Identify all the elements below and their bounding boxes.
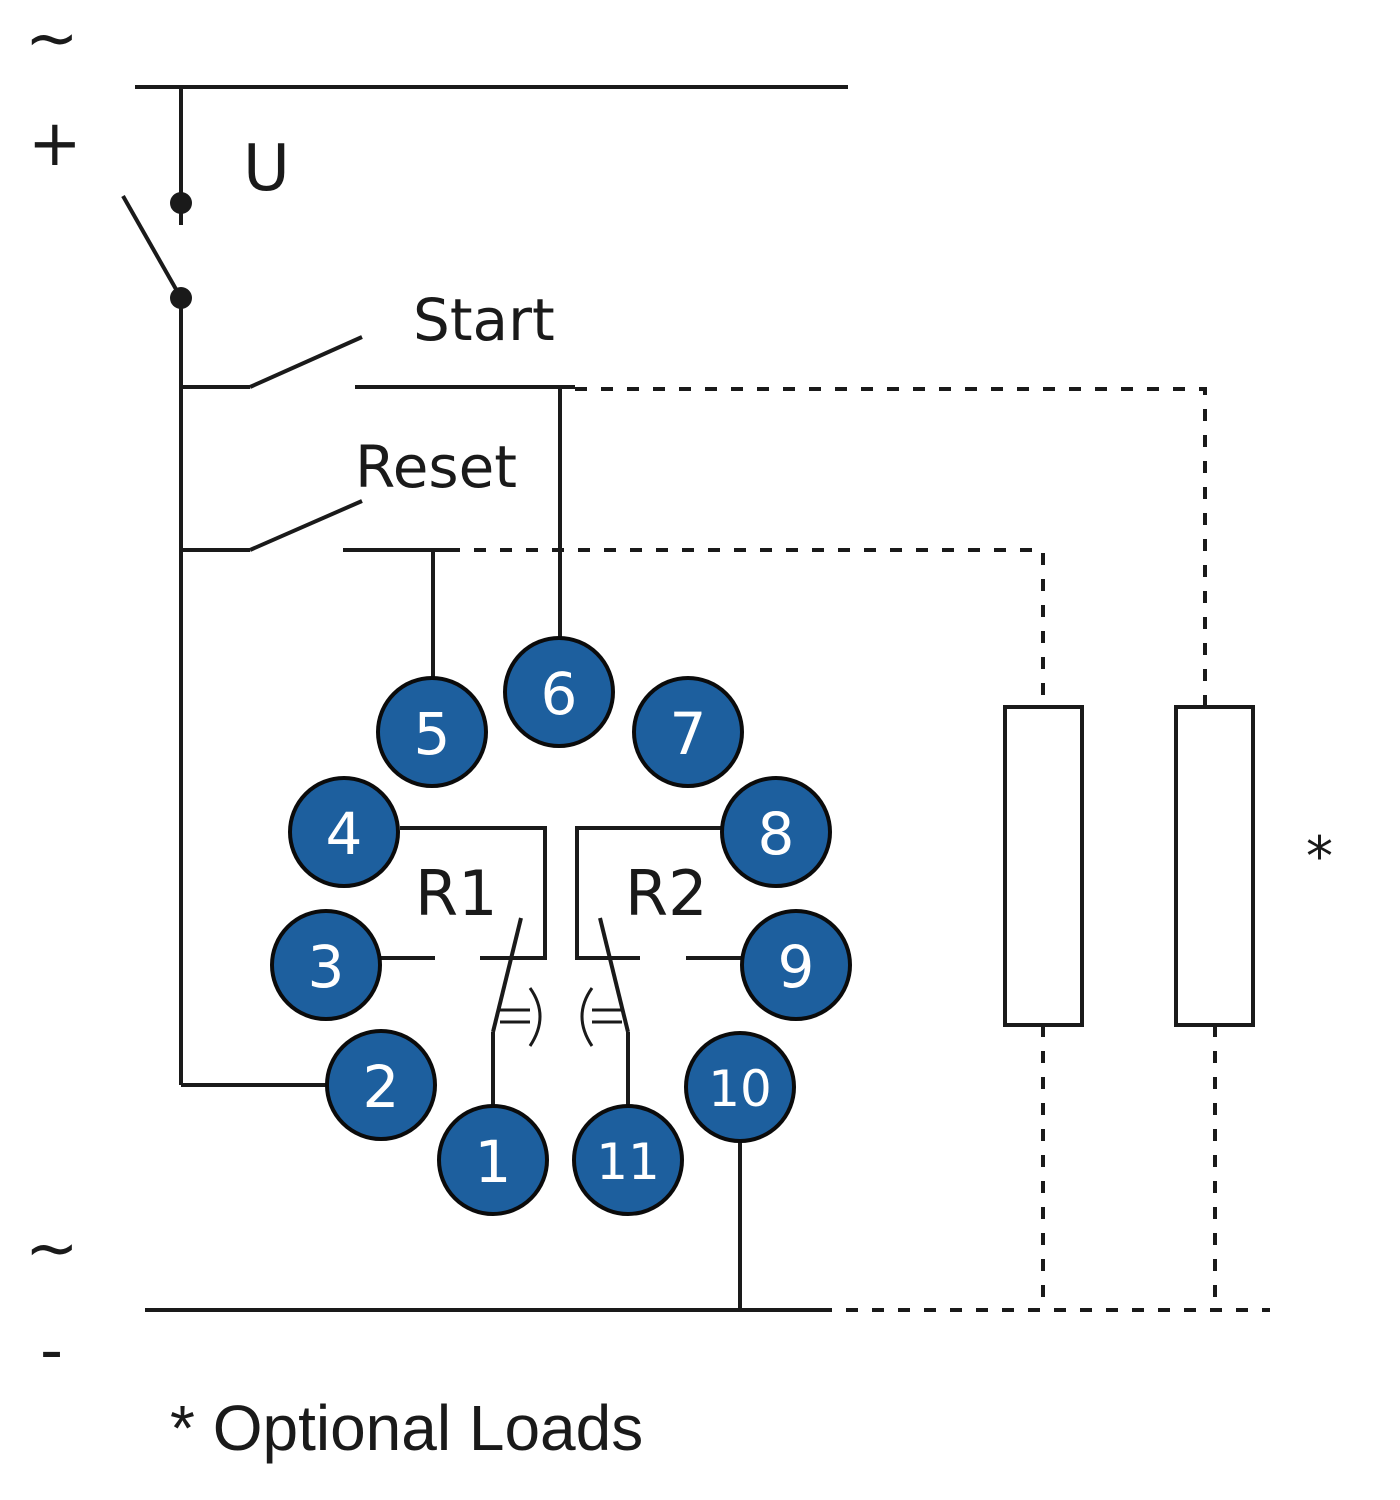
top-ac-symbol: ~	[25, 2, 79, 76]
switch-u-blade	[121, 195, 183, 299]
pin-10-circle	[684, 1031, 796, 1143]
r1-actuator-arc	[528, 987, 542, 1047]
reset-switch-blade	[249, 499, 363, 552]
pin-1-label: 1	[475, 1128, 512, 1196]
top-dc-symbol: +	[28, 107, 82, 181]
pin-4-label: 4	[326, 800, 363, 868]
r1-pin-4-lead	[400, 826, 547, 960]
r2-contact-blade	[598, 917, 630, 1033]
optional-load-1	[1003, 705, 1084, 1027]
pin-8-circle	[720, 776, 832, 888]
optional-loads-footnote: * Optional Loads	[170, 1392, 643, 1464]
pin-6-circle	[503, 636, 615, 748]
pin-11: 11	[572, 1104, 684, 1216]
pin-8: 8	[720, 776, 832, 888]
optional-load-marker: *	[1306, 825, 1333, 888]
pin-10: 10	[684, 1031, 796, 1143]
pin-5-circle	[376, 676, 488, 788]
pin-4-circle	[288, 776, 400, 888]
pin-6: 6	[503, 636, 615, 748]
r2-pin-8-lead	[575, 826, 725, 960]
pin-9: 9	[740, 909, 852, 1021]
bottom-ac-symbol: ~	[25, 1212, 79, 1286]
pin-11-label: 11	[596, 1133, 660, 1191]
pin-6-label: 6	[541, 660, 578, 728]
pin-7-label: 7	[670, 700, 707, 768]
optional-load-2	[1174, 705, 1255, 1027]
pin-1-circle	[437, 1104, 549, 1216]
pin-5: 5	[376, 676, 488, 788]
pin-2-label: 2	[363, 1053, 400, 1121]
pin-3-label: 3	[308, 933, 345, 1001]
pin-8-label: 8	[758, 800, 795, 868]
switch-u-top-contact	[170, 192, 192, 214]
pin-5-label: 5	[414, 700, 451, 768]
pin-3: 3	[270, 909, 382, 1021]
pin-7-circle	[632, 676, 744, 788]
pin-4: 4	[288, 776, 400, 888]
start-label: Start	[413, 286, 555, 354]
pin-2: 2	[325, 1029, 437, 1141]
r2-actuator-arc	[580, 987, 594, 1047]
pin-9-label: 9	[778, 933, 815, 1001]
pin-2-circle	[325, 1029, 437, 1141]
bottom-dc-symbol: -	[40, 1314, 63, 1388]
voltage-label: U	[243, 132, 290, 206]
pin-3-circle	[270, 909, 382, 1021]
start-switch-blade	[249, 335, 363, 389]
pin-9-circle	[740, 909, 852, 1021]
pin-1: 1	[437, 1104, 549, 1216]
start-load-dashed-line	[575, 387, 1207, 706]
pin-11-circle	[572, 1104, 684, 1216]
r1-label: R1	[415, 857, 498, 930]
pin-10-label: 10	[708, 1060, 772, 1118]
r1-contact-blade	[491, 917, 523, 1033]
pin-7: 7	[632, 676, 744, 788]
r2-label: R2	[625, 857, 708, 930]
reset-label: Reset	[355, 433, 517, 501]
